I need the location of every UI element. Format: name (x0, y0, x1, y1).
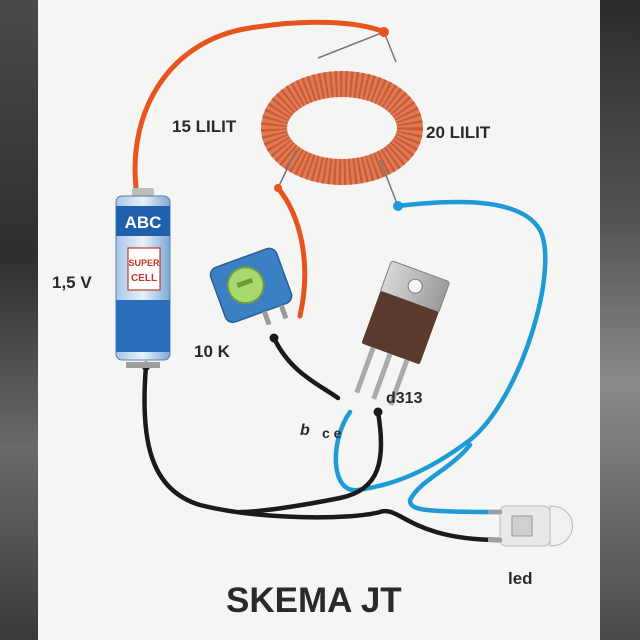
blue-wire-coil-collector-led (333, 199, 548, 515)
battery-brand: ABC (125, 213, 162, 232)
trimpot-icon (209, 247, 293, 326)
red-wire-coil-trimpot (275, 185, 308, 319)
black-junction (269, 333, 279, 343)
coil-primary-label: 15 LILIT (172, 117, 237, 136)
transistor-label: d313 (386, 390, 423, 407)
diagram-title: SKEMA JT (226, 581, 402, 620)
black-wire-battery-led (142, 363, 503, 543)
led-label: led (508, 569, 533, 588)
battery-icon: ABC SUPER CELL (115, 188, 171, 368)
coil-lead (277, 31, 399, 207)
coil-secondary-label: 20 LILIT (426, 123, 491, 142)
transistor-icon (354, 260, 450, 406)
black-wire-trimpot-base (271, 335, 341, 401)
pin-b-label: b (300, 422, 310, 439)
resistor-label: 10 K (194, 342, 231, 361)
black-wire-emitter (237, 409, 384, 515)
battery-voltage-label: 1,5 V (52, 273, 92, 292)
red-junction (379, 27, 389, 37)
black-junction (373, 407, 383, 417)
toroid-coil-icon (261, 71, 423, 185)
background-right (600, 0, 640, 640)
red-junction (274, 184, 282, 192)
battery-line2: CELL (131, 273, 157, 284)
blue-junction (393, 201, 403, 211)
background-left (0, 0, 38, 640)
red-wire-battery-coil (132, 19, 387, 191)
pin-ce-label: c e (322, 425, 342, 441)
led-icon (488, 505, 573, 547)
battery-line1: SUPER (128, 258, 160, 268)
